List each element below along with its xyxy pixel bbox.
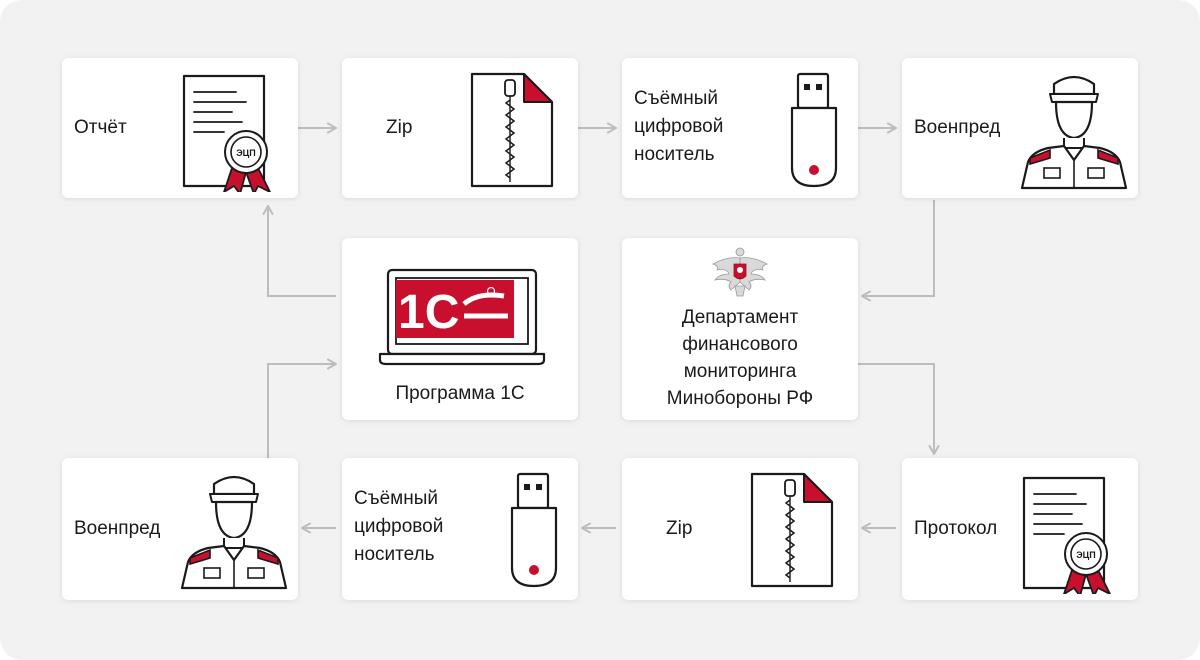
ministry-emblem-icon: [712, 247, 768, 297]
military-officer-icon: [1020, 75, 1128, 190]
usb-bottom-label: Съёмный цифровой носитель: [354, 488, 444, 565]
card-usb-top: Съёмный цифровой носитель: [622, 58, 858, 198]
arrow-department-to-protocol: [858, 363, 940, 455]
card-zip-top: Zip: [342, 58, 578, 198]
officer-bottom-label: Военпред: [74, 518, 161, 539]
zip-file-icon: [470, 72, 554, 188]
signed-document-icon: ЭЦП: [182, 74, 271, 192]
card-program-1c: 1С Программа 1С: [342, 238, 578, 420]
1c-logo-text: 1С: [398, 286, 459, 339]
arrow-officer-to-program: [267, 358, 337, 458]
protocol-label: Протокол: [914, 518, 998, 539]
card-department: Департамент финансового мониторинга Мино…: [622, 238, 858, 420]
card-report: Отчёт ЭЦП: [62, 58, 298, 198]
card-officer-top: Военпред: [902, 58, 1138, 198]
usb-drive-icon: [790, 72, 838, 188]
card-protocol: Протокол ЭЦП: [902, 458, 1138, 600]
zip-top-label: Zip: [386, 117, 413, 138]
arrow-program-to-report: [262, 205, 336, 297]
program-label: Программа 1С: [395, 383, 525, 404]
usb-top-label: Съёмный цифровой носитель: [634, 88, 724, 165]
stamp-text: ЭЦП: [236, 148, 255, 158]
card-zip-bottom: Zip: [622, 458, 858, 600]
zip-bottom-label: Zip: [666, 518, 693, 539]
usb-drive-icon: [510, 472, 558, 588]
stamp-text: ЭЦП: [1076, 550, 1095, 560]
report-label: Отчёт: [74, 117, 127, 138]
department-label: Департамент финансового мониторинга Мино…: [666, 307, 814, 409]
officer-top-label: Военпред: [914, 117, 1001, 138]
card-usb-bottom: Съёмный цифровой носитель: [342, 458, 578, 600]
card-officer-bottom: Военпред: [62, 458, 298, 600]
zip-file-icon: [750, 472, 834, 588]
arrow-officer-to-department: [861, 200, 935, 302]
laptop-1c-icon: 1С: [378, 268, 546, 366]
signed-document-icon: ЭЦП: [1022, 476, 1111, 594]
military-officer-icon: [180, 475, 288, 590]
